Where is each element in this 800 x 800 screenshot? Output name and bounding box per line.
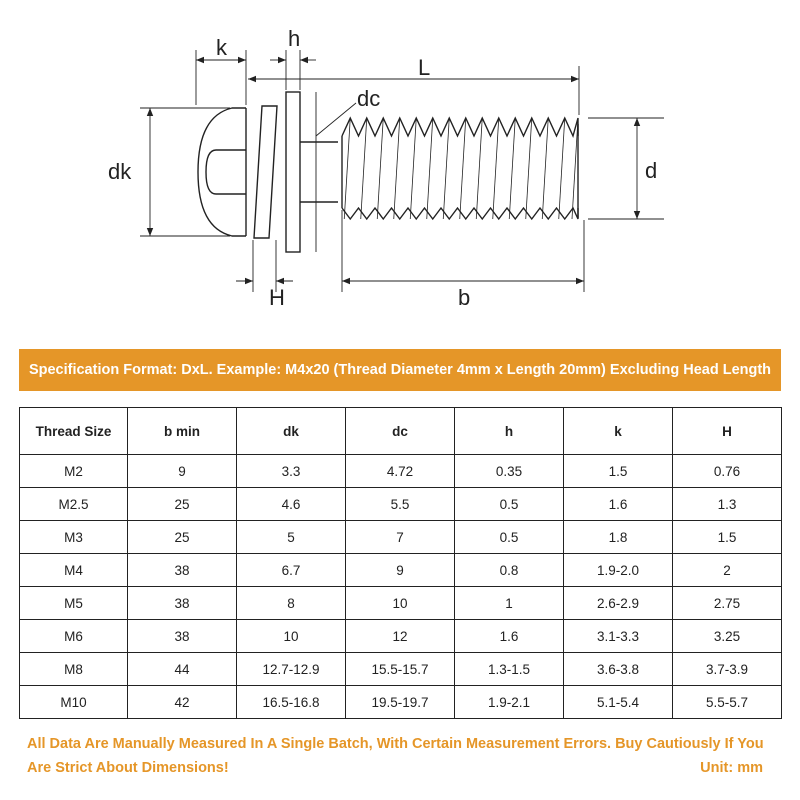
table-cell: M6 bbox=[19, 619, 128, 653]
spring-washer bbox=[253, 105, 278, 239]
header-dk: dk bbox=[236, 407, 346, 455]
header-k: k bbox=[563, 407, 673, 455]
table-cell: 25 bbox=[127, 487, 237, 521]
table-cell: 38 bbox=[127, 553, 237, 587]
table-cell: 10 bbox=[236, 619, 346, 653]
table-cell: 44 bbox=[127, 652, 237, 686]
table-cell: 1.9-2.1 bbox=[454, 685, 564, 719]
measurement-disclaimer: All Data Are Manually Measured In A Sing… bbox=[27, 736, 764, 776]
unit-label: Unit: mm bbox=[700, 760, 763, 776]
table-cell: 2 bbox=[672, 553, 782, 587]
table-row: M2 9 3.3 4.72 0.35 1.5 0.76 bbox=[19, 454, 782, 488]
table-cell: 12.7-12.9 bbox=[236, 652, 346, 686]
label-k: k bbox=[216, 35, 228, 60]
table-cell: 5 bbox=[236, 520, 346, 554]
table-cell: M10 bbox=[19, 685, 128, 719]
head-slot bbox=[205, 149, 246, 195]
label-b: b bbox=[458, 285, 470, 310]
header-thread-size: Thread Size bbox=[19, 407, 128, 455]
table-cell: 1.6 bbox=[454, 619, 564, 653]
table-cell: 42 bbox=[127, 685, 237, 719]
label-h: h bbox=[288, 26, 300, 51]
table-cell: 12 bbox=[345, 619, 455, 653]
label-L: L bbox=[418, 55, 430, 80]
table-cell: 0.76 bbox=[672, 454, 782, 488]
table-cell: 25 bbox=[127, 520, 237, 554]
table-row: M8 44 12.7-12.9 15.5-15.7 1.3-1.5 3.6-3.… bbox=[19, 652, 782, 686]
table-cell: 1.9-2.0 bbox=[563, 553, 673, 587]
table-row: M6 38 10 12 1.6 3.1-3.3 3.25 bbox=[19, 619, 782, 653]
header-dc: dc bbox=[345, 407, 455, 455]
thread-bottom-profile bbox=[341, 206, 579, 221]
specification-banner-text: Specification Format: DxL. Example: M4x2… bbox=[28, 362, 772, 378]
thread-lines bbox=[343, 117, 579, 220]
table-row: M3 25 5 7 0.5 1.8 1.5 bbox=[19, 520, 782, 554]
table-row: M4 38 6.7 9 0.8 1.9-2.0 2 bbox=[19, 553, 782, 587]
table-cell: 38 bbox=[127, 586, 237, 620]
table-cell: 0.35 bbox=[454, 454, 564, 488]
table-cell: 2.75 bbox=[672, 586, 782, 620]
table-cell: 9 bbox=[127, 454, 237, 488]
table-cell: 19.5-19.7 bbox=[345, 685, 455, 719]
flat-washer bbox=[285, 91, 301, 253]
screw-dimension-diagram: k h L dc dk d H b bbox=[108, 26, 664, 310]
table-cell: 0.5 bbox=[454, 487, 564, 521]
table-cell: 38 bbox=[127, 619, 237, 653]
table-cell: 3.3 bbox=[236, 454, 346, 488]
table-cell: 3.7-3.9 bbox=[672, 652, 782, 686]
table-cell: 1.5 bbox=[672, 520, 782, 554]
table-cell: M2 bbox=[19, 454, 128, 488]
table-cell: 16.5-16.8 bbox=[236, 685, 346, 719]
table-cell: 0.5 bbox=[454, 520, 564, 554]
table-cell: 1.3 bbox=[672, 487, 782, 521]
screw-head bbox=[197, 107, 246, 237]
table-row: M5 38 8 10 1 2.6-2.9 2.75 bbox=[19, 586, 782, 620]
table-cell: 1.3-1.5 bbox=[454, 652, 564, 686]
table-cell: M2.5 bbox=[19, 487, 128, 521]
table-cell: 8 bbox=[236, 586, 346, 620]
table-cell: M8 bbox=[19, 652, 128, 686]
table-cell: 3.25 bbox=[672, 619, 782, 653]
table-cell: M5 bbox=[19, 586, 128, 620]
table-cell: 15.5-15.7 bbox=[345, 652, 455, 686]
table-cell: 1 bbox=[454, 586, 564, 620]
label-H: H bbox=[269, 285, 285, 310]
table-cell: 7 bbox=[345, 520, 455, 554]
table-cell: 5.5-5.7 bbox=[672, 685, 782, 719]
table-cell: 3.1-3.3 bbox=[563, 619, 673, 653]
label-dk: dk bbox=[108, 159, 132, 184]
table-cell: 1.5 bbox=[563, 454, 673, 488]
table-cell: 4.72 bbox=[345, 454, 455, 488]
thread-top-profile bbox=[341, 116, 579, 139]
table-cell: 5.5 bbox=[345, 487, 455, 521]
header-h: h bbox=[454, 407, 564, 455]
label-dc: dc bbox=[357, 86, 380, 111]
table-row: M2.5 25 4.6 5.5 0.5 1.6 1.3 bbox=[19, 487, 782, 521]
table-cell: 0.8 bbox=[454, 553, 564, 587]
table-cell: M3 bbox=[19, 520, 128, 554]
label-d: d bbox=[645, 158, 657, 183]
dimension-table: Thread Size b min dk dc h k H M2 9 3.3 4… bbox=[19, 407, 782, 719]
header-H: H bbox=[672, 407, 782, 455]
table-header-row: Thread Size b min dk dc h k H bbox=[19, 407, 782, 455]
table-cell: 3.6-3.8 bbox=[563, 652, 673, 686]
table-cell: 4.6 bbox=[236, 487, 346, 521]
table-cell: 2.6-2.9 bbox=[563, 586, 673, 620]
table-cell: M4 bbox=[19, 553, 128, 587]
specification-banner: Specification Format: DxL. Example: M4x2… bbox=[19, 349, 781, 391]
table-cell: 9 bbox=[345, 553, 455, 587]
header-b-min: b min bbox=[127, 407, 237, 455]
table-cell: 1.6 bbox=[563, 487, 673, 521]
table-row: M10 42 16.5-16.8 19.5-19.7 1.9-2.1 5.1-5… bbox=[19, 685, 782, 719]
table-cell: 1.8 bbox=[563, 520, 673, 554]
table-cell: 10 bbox=[345, 586, 455, 620]
table-cell: 5.1-5.4 bbox=[563, 685, 673, 719]
table-cell: 6.7 bbox=[236, 553, 346, 587]
